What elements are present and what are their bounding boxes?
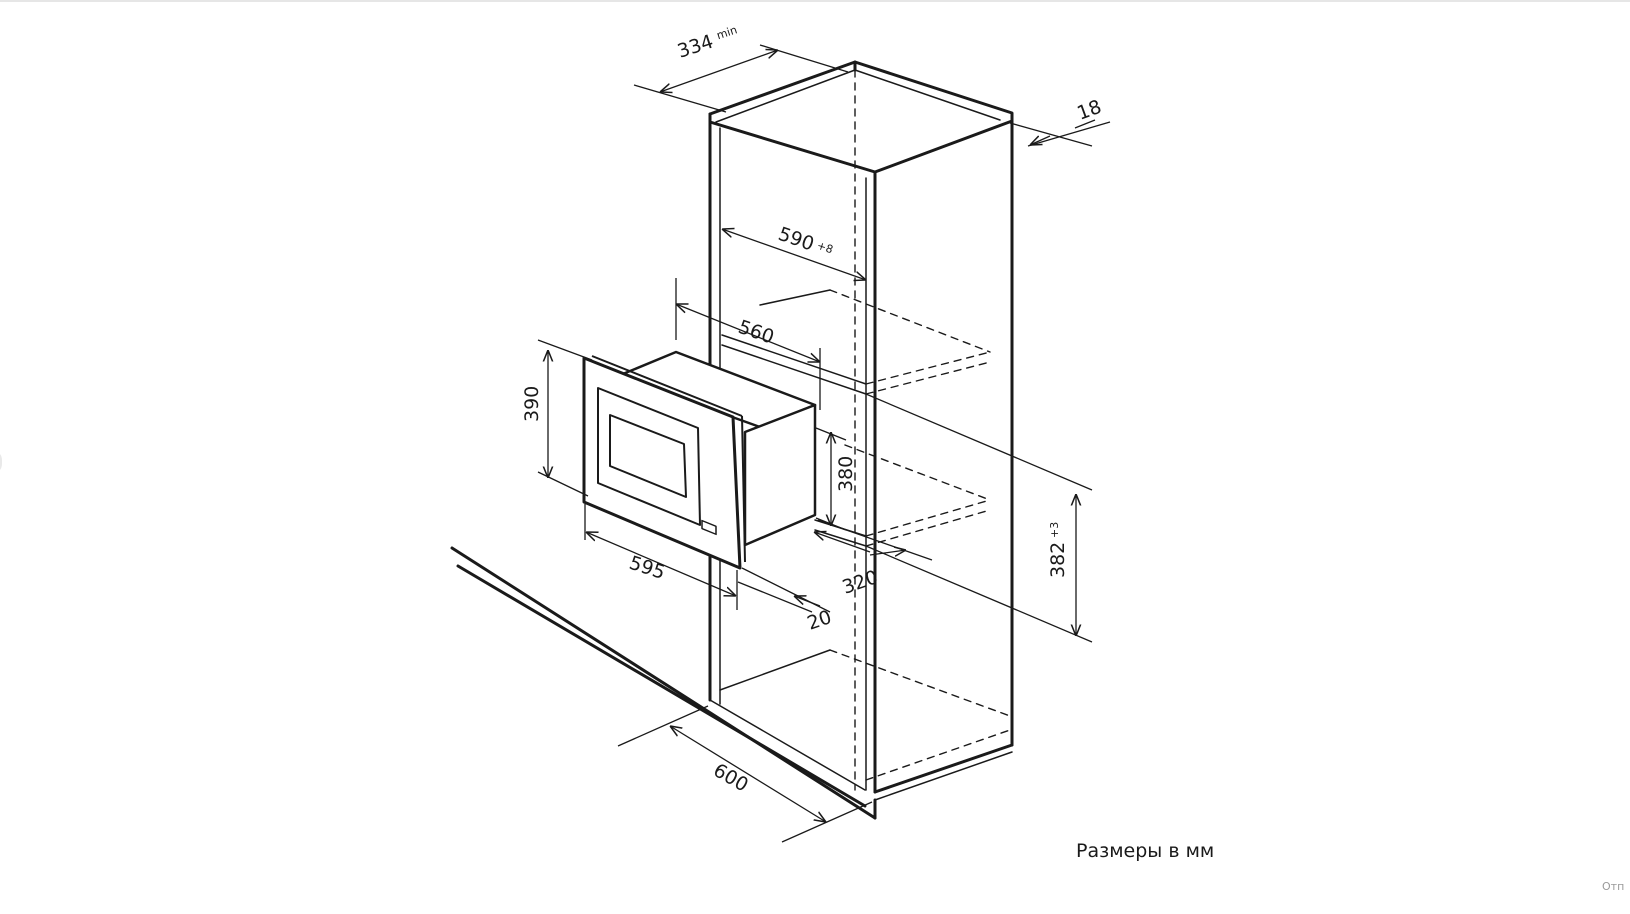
label-front-height: 390 <box>521 386 543 422</box>
label-body-height: 380 <box>835 456 857 492</box>
dimension-lines <box>537 44 1111 843</box>
label-niche-height-suffix: +3 <box>1048 522 1061 538</box>
top-divider <box>0 0 1630 2</box>
units-caption: Размеры в мм <box>1076 840 1215 862</box>
side-scroll-handle[interactable] <box>0 450 2 474</box>
label-cabinet-depth-min: 334 <box>675 31 716 63</box>
label-appliance-body-width: 560 <box>735 316 776 349</box>
label-panel-thickness: 18 <box>1074 96 1104 125</box>
label-niche-height: 382 <box>1047 542 1069 578</box>
truncated-corner-text[interactable]: Отп <box>1602 880 1625 893</box>
label-cabinet-width: 600 <box>710 759 752 796</box>
label-niche-width-suffix: +8 <box>815 239 835 257</box>
label-cabinet-depth-min-suffix: min <box>715 23 739 42</box>
label-front-width: 595 <box>626 552 667 584</box>
microwave-appliance <box>582 350 817 570</box>
